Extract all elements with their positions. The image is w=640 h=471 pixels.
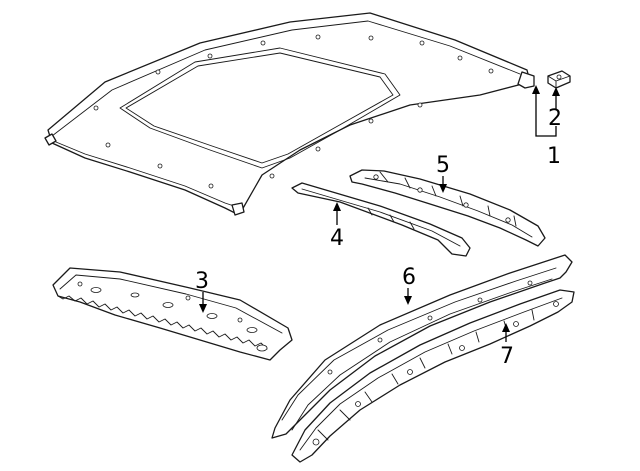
roof-bow-part-4: [291, 182, 471, 257]
front-header-part-5: [349, 169, 546, 247]
leader-6: [404, 288, 412, 305]
leader-3: [199, 292, 207, 313]
leader-7: [502, 323, 510, 342]
side-rail-part-6: [271, 254, 573, 439]
roof-panel: [44, 12, 535, 216]
clip-part: [547, 70, 571, 89]
leader-5: [439, 176, 447, 193]
callout-1: 1: [547, 144, 561, 169]
header-panel-part-3: [52, 267, 293, 361]
leader-2: [552, 87, 560, 110]
callout-2: 2: [548, 106, 562, 131]
callout-6: 6: [402, 265, 416, 290]
callout-7: 7: [500, 344, 514, 369]
leader-1: [532, 85, 557, 137]
callout-5: 5: [436, 153, 450, 178]
callout-4: 4: [330, 226, 344, 251]
callout-3: 3: [195, 269, 209, 294]
leader-4: [333, 202, 341, 225]
